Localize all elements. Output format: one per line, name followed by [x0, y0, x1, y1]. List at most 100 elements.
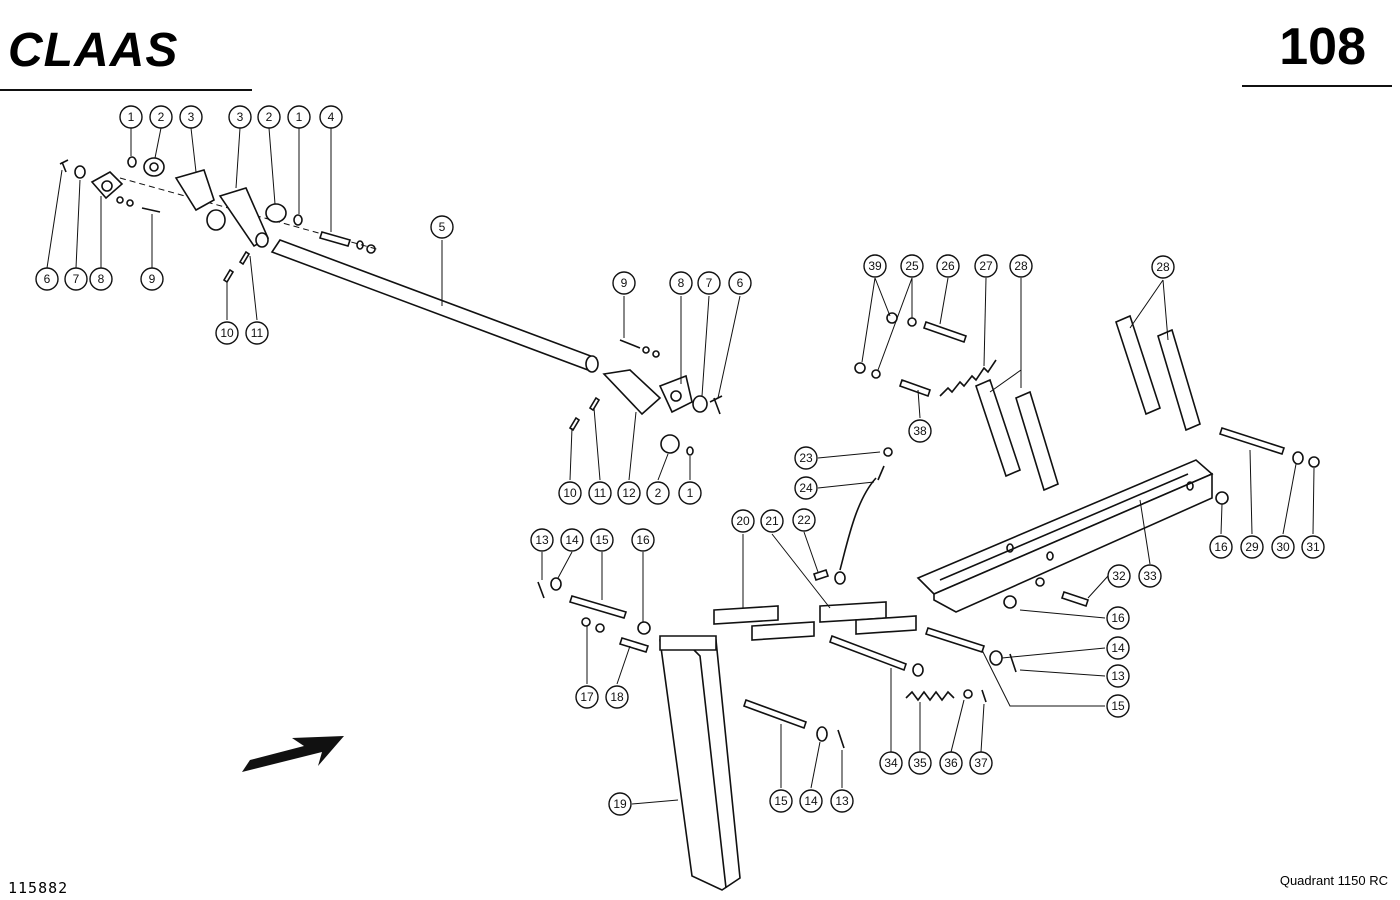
- callout: 9: [612, 271, 636, 295]
- screw-left: [141, 207, 161, 213]
- callout: 1: [119, 105, 143, 129]
- spring-pin-10-middle: [568, 416, 581, 432]
- spring-27: [939, 359, 997, 397]
- callout: 8: [89, 267, 113, 291]
- svg-text:26: 26: [941, 259, 955, 273]
- washer-left: [74, 165, 86, 179]
- frame-web: [933, 472, 1213, 613]
- bolt-upper: [318, 231, 352, 247]
- callout: 12: [617, 481, 641, 505]
- callout: 37: [969, 751, 993, 775]
- callout: 36: [939, 751, 963, 775]
- callout: 27: [974, 254, 998, 278]
- callout: 10: [558, 481, 582, 505]
- washer-17: [595, 623, 605, 633]
- callout: 3: [228, 105, 252, 129]
- bearing-middle: [660, 434, 680, 454]
- callout: 28: [1009, 254, 1033, 278]
- svg-text:39: 39: [868, 259, 882, 273]
- screw-middle-nut: [652, 350, 660, 358]
- bracket-19: [659, 639, 741, 891]
- callout: 10: [215, 321, 239, 345]
- leader-lines: [46, 127, 1315, 805]
- spring-pin-11-middle: [588, 396, 601, 412]
- screw-middle-washer: [642, 346, 650, 354]
- drawing-number: 115882: [8, 879, 68, 897]
- svg-text:20: 20: [736, 514, 750, 528]
- pin-29: [1218, 426, 1286, 456]
- callout: 2: [646, 481, 670, 505]
- svg-text:18: 18: [610, 690, 624, 704]
- svg-text:25: 25: [905, 259, 919, 273]
- svg-text:13: 13: [535, 533, 549, 547]
- callout: 30: [1271, 535, 1295, 559]
- lever-boss: [255, 232, 269, 248]
- callout: 29: [1240, 535, 1264, 559]
- bolt-18: [618, 637, 650, 653]
- callout: 16: [1209, 535, 1233, 559]
- callout: 26: [936, 254, 960, 278]
- pin-15-right: [924, 626, 986, 654]
- callout: 21: [760, 509, 784, 533]
- circlip-middle: [686, 446, 694, 456]
- svg-text:2: 2: [158, 110, 165, 124]
- callout: 38: [908, 419, 932, 443]
- callout: 15: [590, 528, 614, 552]
- svg-text:1: 1: [687, 486, 694, 500]
- brand-logo: CLAAS: [8, 24, 178, 77]
- bolt-38: [898, 378, 932, 398]
- cotter-pin-left: [59, 159, 69, 173]
- svg-text:17: 17: [580, 690, 594, 704]
- callout: 20: [731, 509, 755, 533]
- bearing-bore: [149, 162, 159, 172]
- washer-14-right: [989, 650, 1003, 666]
- callout: 11: [245, 321, 269, 345]
- callout: 8: [669, 271, 693, 295]
- nut-39-b: [854, 362, 866, 374]
- svg-text:12: 12: [622, 486, 636, 500]
- washer-25: [907, 317, 917, 327]
- svg-text:16: 16: [1214, 540, 1228, 554]
- lever-hub: [206, 209, 226, 231]
- strap-28-d: [1157, 328, 1201, 432]
- cable-eye: [834, 571, 846, 585]
- callout: 14: [1106, 636, 1130, 660]
- screw-nut: [116, 196, 124, 204]
- cotter-pin-middle: [709, 395, 723, 415]
- callout: 4: [319, 105, 343, 129]
- callout: 9: [140, 267, 164, 291]
- callout: 2: [257, 105, 281, 129]
- callout: 16: [631, 528, 655, 552]
- svg-text:5: 5: [439, 220, 446, 234]
- right-frame-assembly: [812, 312, 1320, 613]
- callout: 13: [1106, 664, 1130, 688]
- callout: 19: [608, 792, 632, 816]
- callout: 1: [678, 481, 702, 505]
- svg-text:24: 24: [799, 481, 813, 495]
- svg-text:14: 14: [1111, 641, 1125, 655]
- callout: 28: [1151, 255, 1175, 279]
- callout: 22: [792, 508, 816, 532]
- frame-hole-2: [1046, 551, 1054, 561]
- svg-text:7: 7: [73, 272, 80, 286]
- svg-text:16: 16: [1111, 611, 1125, 625]
- cable-end: [877, 465, 885, 481]
- callout: 7: [64, 267, 88, 291]
- nut-23: [883, 447, 893, 457]
- spring-pin-11: [238, 250, 251, 266]
- svg-text:21: 21: [765, 514, 779, 528]
- bolt-26: [922, 320, 968, 344]
- svg-text:1: 1: [296, 110, 303, 124]
- spring-pin-10: [222, 268, 235, 284]
- washer-middle: [692, 395, 708, 413]
- lever-left: [174, 169, 215, 212]
- svg-text:28: 28: [1014, 259, 1028, 273]
- svg-text:30: 30: [1276, 540, 1290, 554]
- cotter-13-left: [537, 581, 545, 599]
- washer-30: [1292, 451, 1304, 465]
- svg-text:2: 2: [266, 110, 273, 124]
- spring-35: [905, 690, 955, 702]
- svg-text:37: 37: [974, 756, 988, 770]
- svg-text:15: 15: [774, 794, 788, 808]
